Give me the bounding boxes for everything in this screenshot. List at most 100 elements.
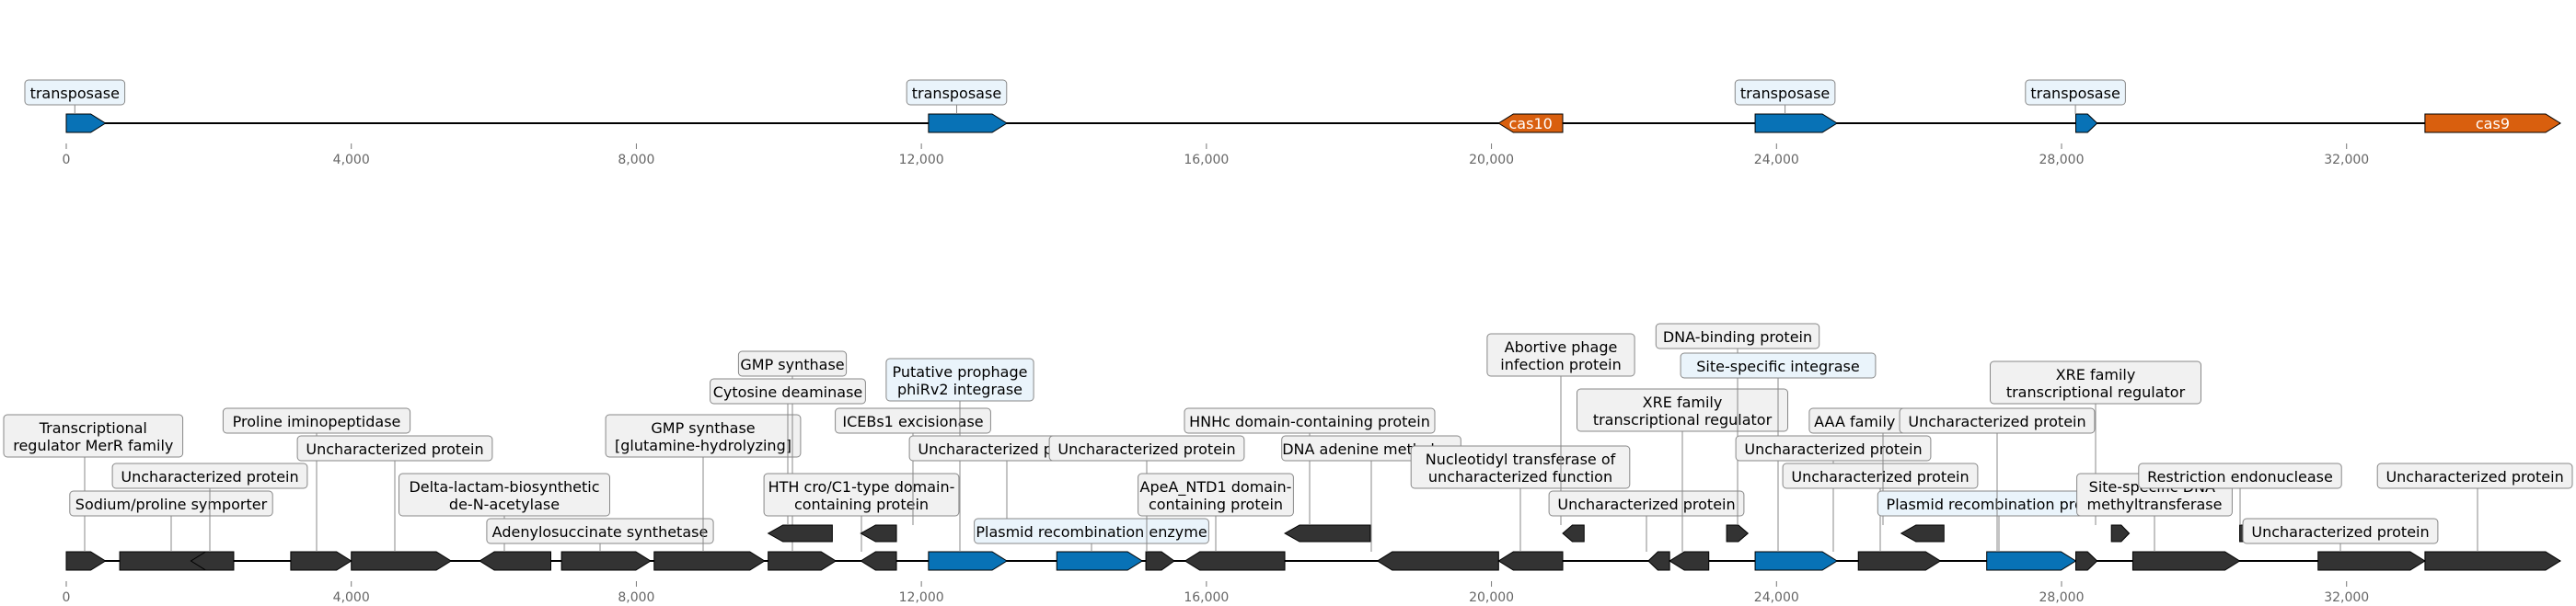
bottom-label-box — [1655, 323, 1820, 349]
bottom-label-box — [1735, 435, 1932, 462]
bottom-label-box — [1548, 490, 1745, 517]
bottom-gene-label: Uncharacterized protein — [306, 440, 483, 458]
bottom-gene-label: DNA-binding protein — [1663, 328, 1812, 346]
bottom-gene-arrow — [1857, 551, 1942, 571]
top-gene-arrow — [65, 113, 107, 133]
top-gene-label: transposase — [1740, 85, 1830, 102]
top-axis-tick-label: 12,000 — [899, 153, 944, 167]
bottom-gene-label: GMP synthase[glutamine-hydrolyzing] — [615, 419, 791, 454]
bottom-gene-label: Uncharacterized protein — [1557, 496, 1735, 513]
bottom-label-box — [111, 463, 308, 489]
bottom-gene-arrow — [1145, 551, 1175, 571]
bottom-gene-arrow — [653, 551, 766, 571]
bottom-label-box — [1899, 407, 2096, 434]
top-gene-label: transposase — [912, 85, 1001, 102]
top-label-box — [2025, 79, 2126, 106]
top-gene-inner-label: cas9 — [2476, 115, 2510, 132]
bottom-label-box — [69, 490, 273, 517]
bottom-gene-arrow — [479, 551, 552, 571]
bottom-gene-arrow — [1184, 551, 1286, 571]
bottom-axis-tick-label: 16,000 — [1184, 590, 1229, 605]
top-axis-tick-label: 20,000 — [1469, 153, 1514, 167]
bottom-gene-arrow — [2074, 551, 2098, 571]
bottom-gene-arrow — [1900, 524, 1945, 543]
bottom-gene-label: Adenylosuccinate synthetase — [492, 523, 709, 541]
bottom-gene-label: ICEBs1 excisionase — [842, 413, 983, 430]
bottom-label-box — [2138, 463, 2342, 489]
top-gene-arrow — [2424, 113, 2561, 133]
top-axis-tick-label: 28,000 — [2039, 153, 2085, 167]
bottom-axis-tick-label: 12,000 — [899, 590, 944, 605]
top-axis-tick-label: 32,000 — [2324, 153, 2369, 167]
bottom-label-box — [1486, 333, 1635, 377]
bottom-gene-arrow — [1376, 551, 1499, 571]
bottom-gene-arrow — [1669, 551, 1710, 571]
bottom-gene-arrow — [351, 551, 453, 571]
top-gene-inner-label: cas10 — [1509, 115, 1553, 132]
bottom-gene-arrow — [860, 551, 897, 571]
bottom-axis-tick-label: 4,000 — [333, 590, 370, 605]
bottom-gene-arrow — [928, 551, 1009, 571]
bottom-gene-label: Uncharacterized protein — [1057, 440, 1235, 458]
bottom-gene-arrow — [2424, 551, 2561, 571]
bottom-gene-label: Uncharacterized protein — [2385, 468, 2563, 486]
bottom-gene-arrow — [768, 551, 837, 571]
bottom-gene-arrow — [1754, 551, 1839, 571]
bottom-gene-label: Uncharacterized protein — [1908, 413, 2085, 430]
bottom-gene-label: Uncharacterized protein — [1744, 440, 1922, 458]
bottom-label-box — [1410, 445, 1631, 489]
bottom-label-box — [3, 414, 184, 458]
bottom-gene-arrow — [1056, 551, 1144, 571]
bottom-gene-label: Uncharacterized protein — [1791, 468, 1969, 486]
bottom-gene-label: HTH cro/C1-type domain-containing protei… — [768, 478, 955, 513]
bottom-label-box — [974, 518, 1209, 544]
top-label-box — [1734, 79, 1836, 106]
bottom-label-box — [763, 473, 960, 517]
top-gene-arrow — [1497, 113, 1564, 133]
top-axis-tick-label: 0 — [63, 153, 71, 167]
bottom-gene-label: Sodium/proline symporter — [75, 496, 268, 513]
bottom-label-box — [296, 435, 493, 462]
bottom-label-box — [835, 407, 991, 434]
bottom-axis-tick-label: 24,000 — [1754, 590, 1799, 605]
bottom-label-box — [1782, 463, 1979, 489]
bottom-gene-arrow — [2317, 551, 2426, 571]
bottom-gene-arrow — [1986, 551, 2077, 571]
bottom-gene-arrow — [1497, 551, 1564, 571]
bottom-label-box — [222, 407, 411, 434]
bottom-axis-tick-label: 8,000 — [618, 590, 654, 605]
bottom-gene-arrow — [290, 551, 352, 571]
bottom-label-box — [1577, 388, 1788, 432]
top-axis-tick-label: 24,000 — [1754, 153, 1799, 167]
bottom-gene-arrow — [860, 524, 897, 543]
bottom-gene-arrow — [1726, 524, 1750, 543]
bottom-label-box — [1138, 473, 1294, 517]
bottom-gene-arrow — [65, 551, 107, 571]
bottom-label-box — [1048, 435, 1245, 462]
bottom-label-box — [486, 518, 714, 544]
top-label-box — [24, 79, 126, 106]
bottom-axis-tick-label: 28,000 — [2039, 590, 2085, 605]
bottom-axis-tick-label: 0 — [63, 590, 71, 605]
bottom-gene-label: Uncharacterized protein — [121, 468, 298, 486]
top-gene-arrow — [2074, 113, 2098, 133]
bottom-gene-arrow — [560, 551, 652, 571]
bottom-gene-label: Proline iminopeptidase — [233, 413, 401, 430]
bottom-axis-tick-label: 32,000 — [2324, 590, 2369, 605]
bottom-gene-label: Restriction endonuclease — [2147, 468, 2333, 486]
bottom-gene-label: Site-specific integrase — [1696, 358, 1859, 375]
bottom-gene-arrow — [1562, 524, 1585, 543]
bottom-gene-label: Plasmid recombination enzyme — [976, 523, 1207, 541]
bottom-label-box — [2376, 463, 2573, 489]
bottom-gene-label: GMP synthase — [740, 356, 844, 373]
bottom-axis-tick-label: 20,000 — [1469, 590, 1514, 605]
top-gene-arrow — [928, 113, 1009, 133]
bottom-gene-label: Plasmid recombination protein — [1887, 496, 2112, 513]
top-gene-arrow — [1754, 113, 1839, 133]
